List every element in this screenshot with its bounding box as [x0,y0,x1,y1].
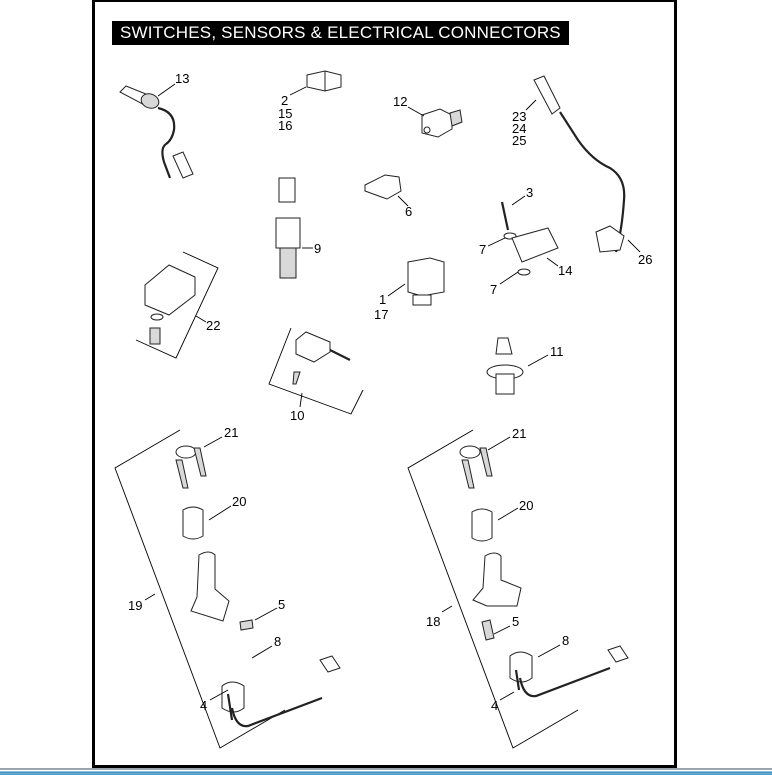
window-bottom-bar [0,768,772,775]
leader-line [487,436,511,451]
leader-line [525,99,537,111]
leader-line [387,283,406,297]
leader-line [251,645,273,659]
callout-12: 12 [393,94,407,109]
leader-line [487,237,506,247]
leader-line [546,257,559,267]
bracket-22 [135,251,219,359]
leader-line [157,83,176,97]
leader-line [627,239,641,253]
callout-2: 2 [281,93,288,108]
callout-22: 22 [206,318,220,333]
callout-left-5: 5 [278,597,285,612]
callout-26: 26 [638,252,652,267]
bracket-10 [268,327,364,415]
callout-16: 16 [278,118,292,133]
callout-9: 9 [314,241,321,256]
callout-1: 1 [379,292,386,307]
callout-11: 11 [550,344,564,359]
leader-line [254,607,278,621]
leader-line [195,315,207,323]
callout-24: 24 [512,121,526,136]
ignition-switch-kit-right[interactable] [407,429,629,749]
callout-10: 10 [290,408,304,423]
leader-line [493,625,511,635]
neutral-switch-part[interactable] [364,174,402,200]
ignition-switch-kit-left[interactable] [114,429,341,749]
callout-15: 15 [278,106,292,121]
leader-line [299,392,303,408]
air-temp-sensor-part[interactable] [486,337,524,395]
callout-17: 17 [374,307,388,322]
callout-left-20: 20 [232,494,246,509]
callout-right-4: 4 [491,698,498,713]
leader-line [397,195,409,207]
callout-left-21: 21 [224,425,238,440]
crank-sensor-part[interactable] [533,75,626,253]
relay-part[interactable] [407,257,445,306]
diagram-title: SWITCHES, SENSORS & ELECTRICAL CONNECTOR… [112,21,569,45]
leader-line [511,195,526,206]
brake-light-switch-rear-part[interactable] [144,264,196,345]
leader-line [407,106,425,117]
callout-25: 25 [512,133,526,148]
callout-left-8: 8 [274,634,281,649]
leader-line [527,354,549,367]
leader-line [289,86,307,96]
fuse-part[interactable] [306,70,342,92]
oxygen-sensor-part[interactable] [119,85,194,179]
leader-line [499,691,515,701]
callout-right-21: 21 [512,426,526,441]
leader-line [499,271,519,285]
callout-right-18: 18 [426,614,440,629]
callout-14: 14 [558,263,572,278]
brake-light-switch-front-part[interactable] [292,331,351,385]
callout-right-8: 8 [562,633,569,648]
temperature-sender-part[interactable] [275,177,301,279]
callout-left-4: 4 [200,698,207,713]
callout-left-19: 19 [128,598,142,613]
leader-line [497,507,519,521]
leader-line [441,605,453,613]
callout-7b: 7 [490,282,497,297]
leader-line [537,644,561,658]
leader-line [208,505,232,521]
diagram-frame [92,0,677,768]
callout-13: 13 [175,71,189,86]
callout-23: 23 [512,109,526,124]
callout-right-20: 20 [519,498,533,513]
callout-7a: 7 [479,242,486,257]
callout-right-5: 5 [512,614,519,629]
leader-line [144,593,156,601]
leader-line [203,436,223,448]
callout-6: 6 [405,204,412,219]
leader-line [209,689,229,701]
keys-part [459,445,493,489]
callout-3: 3 [526,185,533,200]
bank-angle-sensor-part[interactable] [500,201,559,276]
oil-pressure-switch-part[interactable] [421,108,463,138]
keys-part [175,445,207,489]
